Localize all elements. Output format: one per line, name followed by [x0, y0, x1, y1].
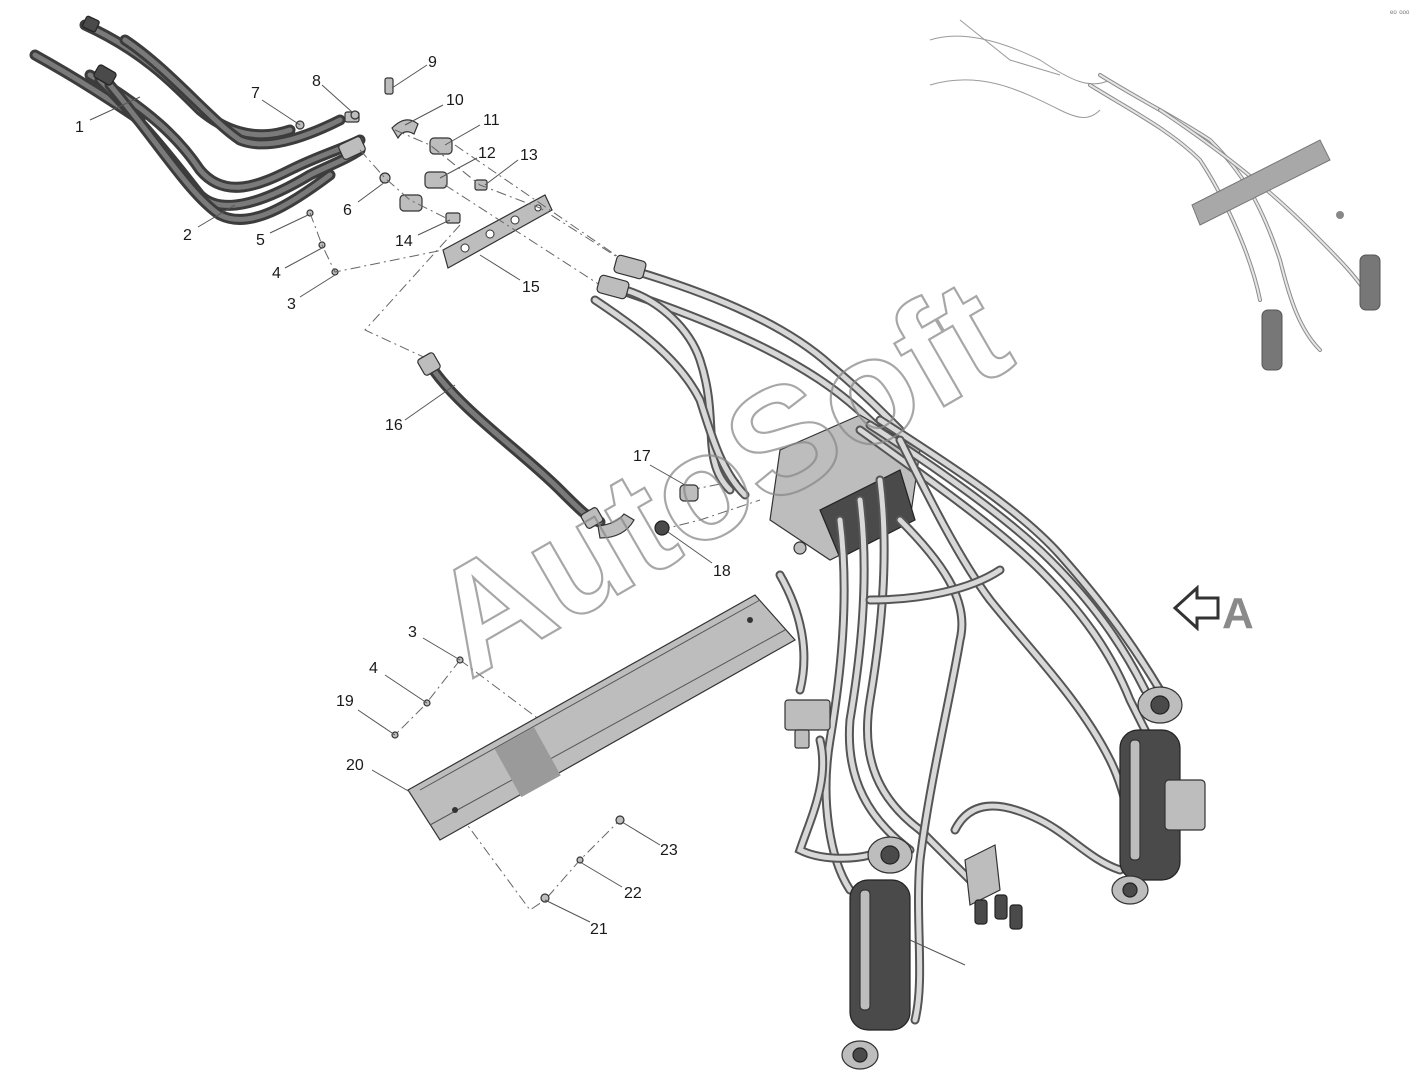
view-a-marker: A — [1172, 584, 1254, 638]
reference-thumbnail — [929, 19, 1381, 371]
callout-19: 19 — [336, 693, 354, 710]
callout-10: 10 — [446, 92, 464, 109]
callout-15: 15 — [522, 279, 540, 296]
callout-13: 13 — [520, 147, 538, 164]
callout-7: 7 — [251, 85, 260, 102]
callout-leader-lines — [89, 64, 713, 923]
callout-2: 2 — [183, 227, 192, 244]
fitting-17 — [679, 484, 699, 502]
hose-16 — [417, 352, 635, 539]
callout-3-upper: 3 — [287, 296, 296, 313]
callout-23: 23 — [660, 842, 678, 859]
callout-16: 16 — [385, 417, 403, 434]
callout-21: 21 — [590, 921, 608, 938]
hose-bundle-upper-left — [29, 15, 366, 225]
callout-1: 1 — [75, 119, 84, 136]
hollow-left-arrow-icon — [1172, 584, 1220, 632]
callout-14: 14 — [395, 233, 413, 250]
fitting-14 — [445, 212, 461, 224]
adapter-14a — [399, 194, 423, 212]
hydraulic-cylinder-left — [841, 836, 966, 1070]
callout-9: 9 — [428, 54, 437, 71]
adapter-12 — [424, 171, 448, 189]
quick-coupler-block — [964, 844, 1023, 930]
callout-8: 8 — [312, 73, 321, 90]
main-hose-run — [590, 254, 905, 500]
callout-18: 18 — [713, 563, 731, 580]
relief-valve — [784, 699, 831, 749]
hose-end-fitting — [93, 64, 117, 86]
screw-stack-upper — [306, 209, 339, 276]
callout-20: 20 — [346, 757, 364, 774]
callout-3-lower: 3 — [408, 624, 417, 641]
fitting-8 — [350, 110, 360, 120]
fitting-9 — [384, 77, 394, 95]
callout-5: 5 — [256, 232, 265, 249]
callout-17: 17 — [633, 448, 651, 465]
callout-11: 11 — [483, 112, 500, 129]
hose-end-fitting — [338, 136, 366, 160]
callout-4-lower: 4 — [369, 660, 378, 677]
hydraulic-cylinder-right — [1111, 686, 1206, 905]
bulkhead-bracket-15 — [442, 194, 553, 269]
view-letter: A — [1222, 589, 1254, 638]
callout-12: 12 — [478, 145, 496, 162]
callout-22: 22 — [624, 885, 642, 902]
fitting-18 — [654, 520, 670, 536]
adapter-11 — [429, 137, 453, 155]
callout-4-upper: 4 — [272, 265, 281, 282]
elbow-fitting-10 — [391, 119, 419, 140]
hose-end-fitting — [82, 15, 100, 33]
callout-labels: 1 2 3 4 5 6 7 8 9 10 11 12 13 14 15 16 1… — [75, 54, 731, 938]
callout-6: 6 — [343, 202, 352, 219]
lower-hose-bundles — [775, 415, 1165, 1025]
assembly-leader-lines — [309, 129, 761, 911]
corner-mark: ᵉᵒ ᵒᵒᵒ — [1390, 8, 1410, 18]
mounting-tray-20 — [407, 594, 796, 841]
